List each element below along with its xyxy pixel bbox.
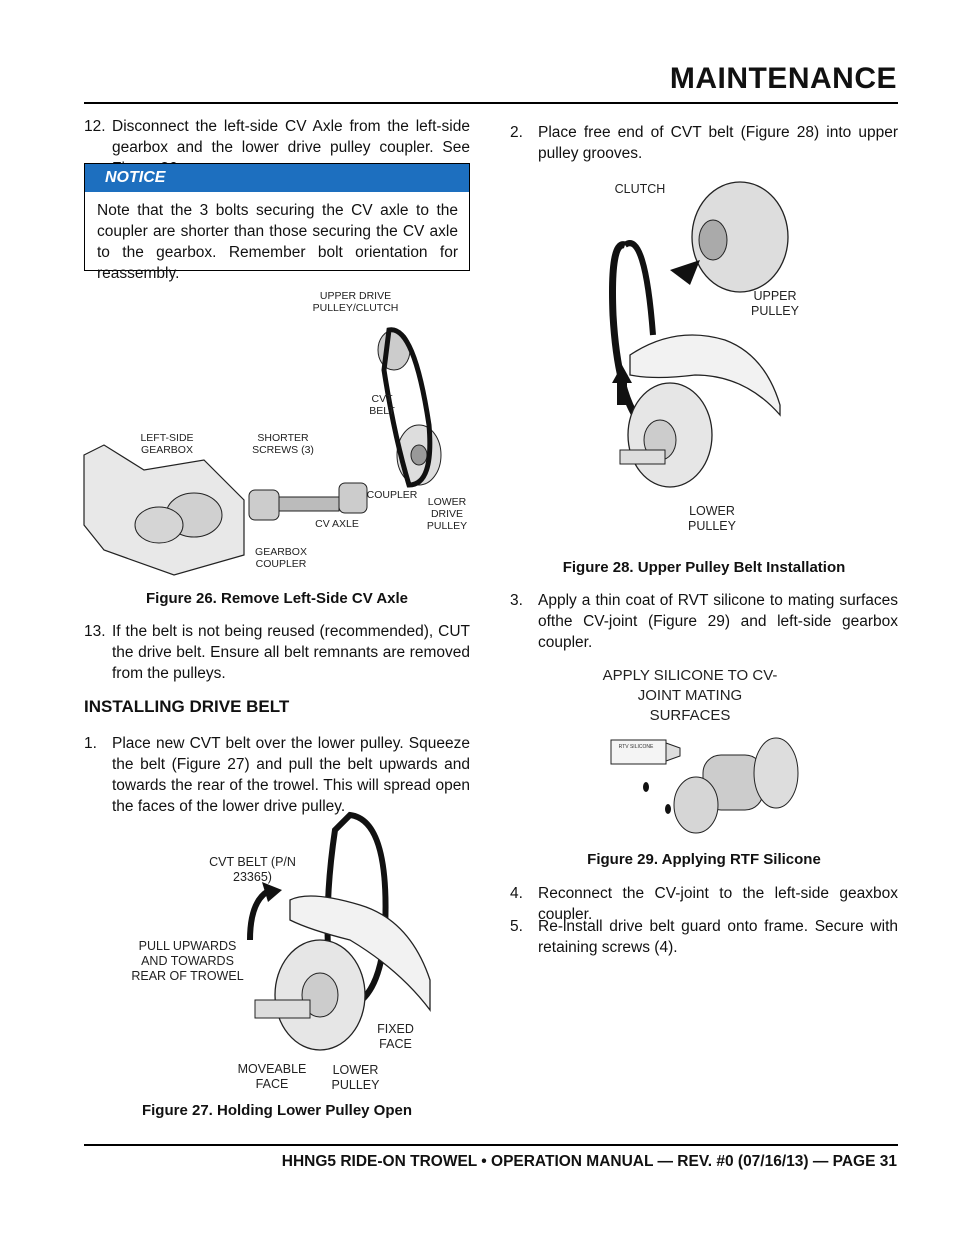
- label-clutch: CLUTCH: [614, 182, 666, 196]
- label-cv-axle: CV AXLE: [315, 518, 359, 530]
- label-upper-pulley: UPPER PULLEY: [751, 289, 799, 318]
- label-lower-pulley: LOWER PULLEY: [331, 1063, 380, 1092]
- step-text: If the belt is not being reused (recomme…: [112, 623, 470, 682]
- label-cvt-belt: CVT BELT: [369, 393, 395, 417]
- figure-26-caption: Figure 26. Remove Left-Side CV Axle: [145, 590, 409, 607]
- step-4: 4. Reconnect the CV-joint to the left-si…: [510, 883, 898, 923]
- figure-28-caption: Figure 28. Upper Pulley Belt Installatio…: [562, 559, 846, 576]
- step-text: Apply a thin coat of RVT silicone to mat…: [538, 592, 898, 651]
- notice-box: NOTICE Note that the 3 bolts securing th…: [84, 163, 470, 282]
- figure-29-caption: Figure 29. Applying RTF Silicone: [587, 851, 821, 868]
- label-lower-pulley-28: LOWER PULLEY: [688, 504, 736, 533]
- step-number: 12.: [84, 118, 106, 135]
- step-3: 3. Apply a thin coat of RVT silicone to …: [510, 590, 898, 651]
- page-header-title: MAINTENANCE: [669, 62, 897, 95]
- label-cvt-belt-pn: CVT BELT (P/N 23365): [209, 855, 296, 884]
- label-shorter-screws: SHORTER SCREWS (3): [252, 432, 314, 456]
- step-12: 12. Disconnect the left-side CV Axle fro…: [84, 116, 470, 177]
- step-number: 13.: [84, 623, 106, 640]
- notice-label: NOTICE: [85, 164, 469, 192]
- figure-27-caption: Figure 27. Holding Lower Pulley Open: [141, 1102, 413, 1119]
- label-rtv-silicone: RTV SILICONE: [618, 744, 654, 750]
- page-footer: HHNG5 RIDE-ON TROWEL • OPERATION MANUAL …: [281, 1153, 897, 1170]
- label-pull-upwards: PULL UPWARDS AND TOWARDS REAR OF TROWEL: [131, 939, 244, 983]
- notice-text: Note that the 3 bolts securing the CV ax…: [97, 202, 458, 282]
- step-number: 1.: [84, 735, 97, 752]
- step-number: 4.: [510, 885, 523, 902]
- label-apply-silicone: APPLY SILICONE TO CV-JOINT MATING SURFAC…: [602, 667, 778, 724]
- figure-29-illustration: [610, 737, 799, 834]
- label-moveable-face: MOVEABLE FACE: [237, 1062, 307, 1091]
- label-left-side-gearbox: LEFT-SIDE GEARBOX: [140, 432, 194, 456]
- step-5: 5. Re-install drive belt guard onto fram…: [510, 916, 898, 960]
- label-upper-drive-pulley: UPPER DRIVE PULLEY/CLUTCH: [312, 290, 399, 314]
- step-2: 2. Place free end of CVT belt (Figure 28…: [510, 122, 898, 166]
- step-text: Place new CVT belt over the lower pulley…: [112, 735, 470, 815]
- label-fixed-face: FIXED FACE: [377, 1022, 414, 1051]
- figure-27-illustration: [247, 811, 431, 1051]
- step-text: Place free end of CVT belt (Figure 28) i…: [538, 124, 898, 162]
- label-lower-drive-pulley: LOWER DRIVE PULLEY: [426, 496, 468, 532]
- label-coupler: COUPLER: [366, 489, 418, 501]
- step-number: 5.: [510, 918, 523, 935]
- step-number: 3.: [510, 592, 523, 609]
- figure-26-illustration: [83, 327, 442, 576]
- section-heading-installing-drive-belt: INSTALLING DRIVE BELT: [84, 697, 290, 716]
- footer-rule: [84, 1144, 898, 1146]
- header-rule: [84, 102, 898, 104]
- label-gearbox-coupler: GEARBOX COUPLER: [255, 546, 307, 570]
- step-text: Re-install drive belt guard onto frame. …: [538, 918, 898, 956]
- figure-28-illustration: [609, 181, 789, 488]
- step-13: 13. If the belt is not being reused (rec…: [84, 621, 470, 685]
- step-1: 1. Place new CVT belt over the lower pul…: [84, 733, 470, 819]
- step-text: Reconnect the CV-joint to the left-side …: [538, 885, 898, 923]
- step-number: 2.: [510, 124, 523, 141]
